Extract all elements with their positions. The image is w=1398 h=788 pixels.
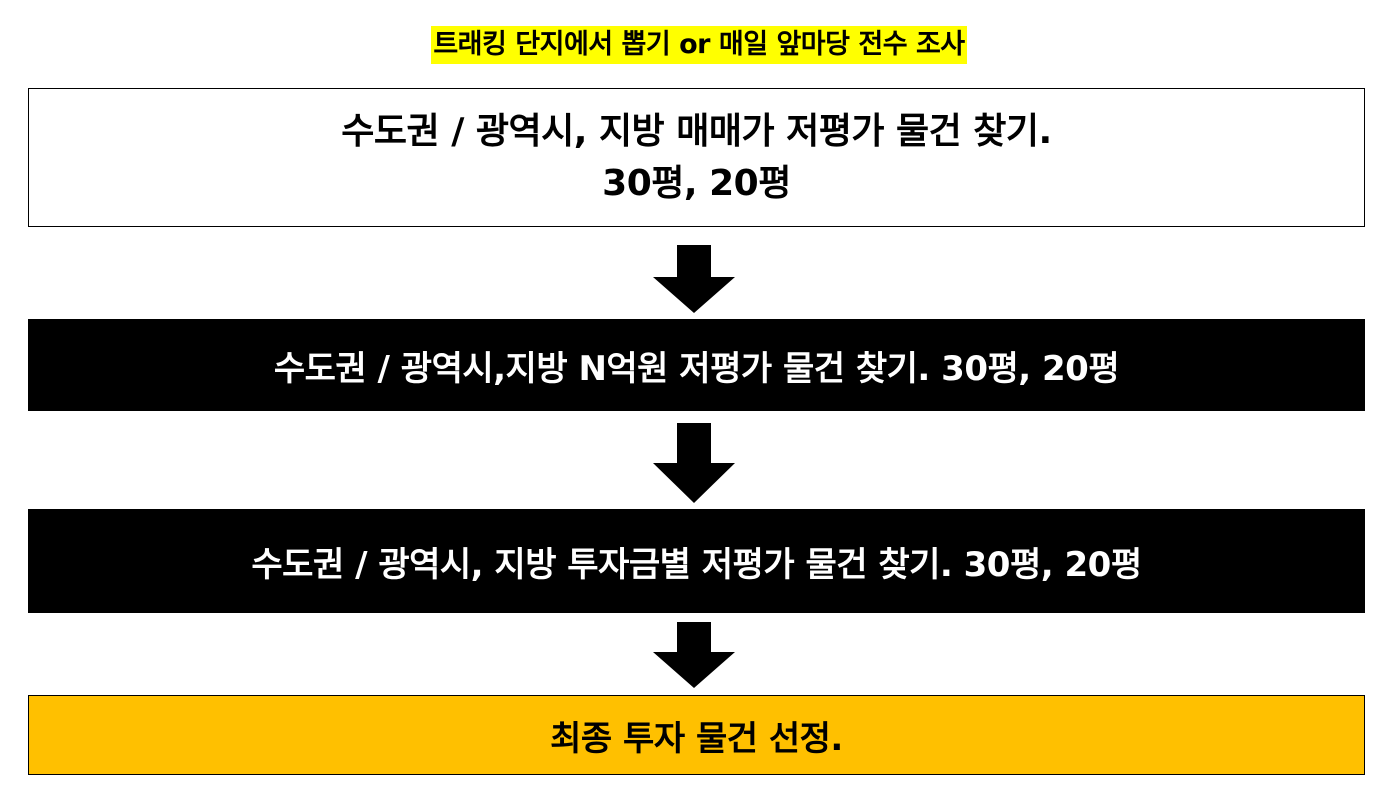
down-arrow-icon bbox=[653, 423, 735, 503]
step-1-line-2: 30평, 20평 bbox=[602, 162, 791, 204]
step-2-box: 수도권 / 광역시,지방 N억원 저평가 물건 찾기. 30평, 20평 bbox=[28, 319, 1365, 411]
title-container: 트래킹 단지에서 뽑기 or 매일 앞마당 전수 조사 bbox=[0, 26, 1398, 64]
diagram-title: 트래킹 단지에서 뽑기 or 매일 앞마당 전수 조사 bbox=[431, 26, 967, 64]
step-1-line-1: 수도권 / 광역시, 지방 매매가 저평가 물건 찾기. bbox=[341, 110, 1052, 152]
step-3-box: 수도권 / 광역시, 지방 투자금별 저평가 물건 찾기. 30평, 20평 bbox=[28, 509, 1365, 613]
final-step-line-1: 최종 투자 물건 선정. bbox=[550, 718, 843, 759]
step-3-line-1: 수도권 / 광역시, 지방 투자금별 저평가 물건 찾기. 30평, 20평 bbox=[251, 544, 1142, 585]
step-2-line-1: 수도권 / 광역시,지방 N억원 저평가 물건 찾기. 30평, 20평 bbox=[273, 348, 1120, 389]
step-1-box: 수도권 / 광역시, 지방 매매가 저평가 물건 찾기. 30평, 20평 bbox=[28, 88, 1365, 227]
down-arrow-icon bbox=[653, 622, 735, 688]
final-step-box: 최종 투자 물건 선정. bbox=[28, 695, 1365, 775]
down-arrow-icon bbox=[653, 245, 735, 313]
